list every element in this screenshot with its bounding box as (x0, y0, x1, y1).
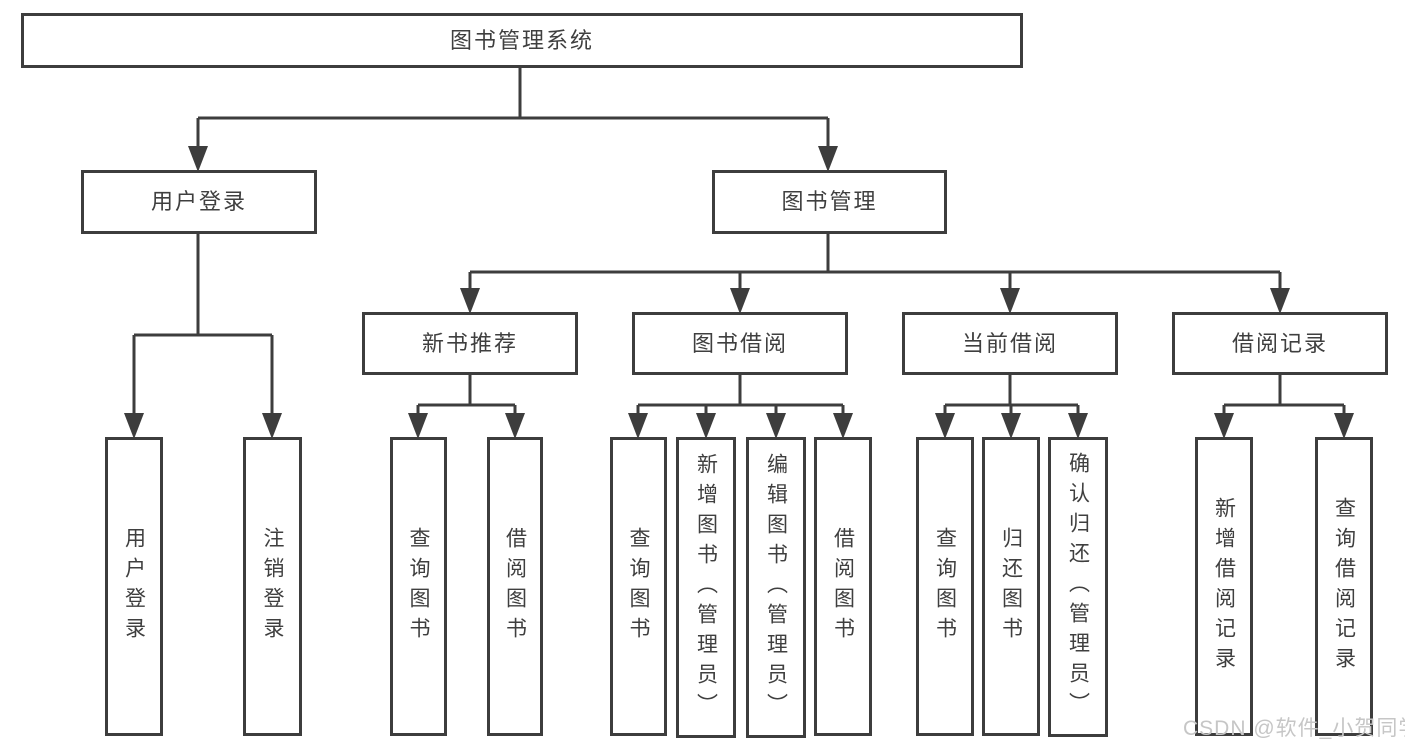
leaf-return-book: 归还图书 (982, 437, 1040, 736)
watermark: CSDN @软件_小贺同学 (1183, 717, 1405, 740)
node-label: 当前借阅 (961, 330, 1058, 356)
node-label: 查询图书 (933, 526, 957, 647)
leaf-add-book-admin: 新增图书（管理员） (676, 437, 736, 738)
leaf-user-login: 用户登录 (105, 437, 163, 736)
node-label: 注销登录 (261, 526, 284, 647)
node-label: 图书管理 (781, 189, 878, 214)
node-book-management: 图书管理 (712, 170, 947, 234)
node-label: 图书借阅 (691, 330, 788, 356)
node-label: 借阅图书 (503, 526, 527, 647)
leaf-borrow-books-borrowing: 借阅图书 (814, 437, 872, 736)
node-user-login: 用户登录 (81, 170, 317, 234)
node-new-book-recommendation: 新书推荐 (362, 312, 578, 375)
leaf-confirm-return-admin: 确认归还（管理员） (1048, 437, 1108, 737)
arrowheads (124, 146, 1354, 439)
node-label: 新书推荐 (421, 330, 518, 356)
leaf-query-borrow-record: 查询借阅记录 (1315, 437, 1373, 736)
leaf-edit-book-admin: 编辑图书（管理员） (746, 437, 806, 738)
node-label: 借阅图书 (831, 526, 855, 647)
node-label: 新增图书（管理员） (694, 452, 718, 723)
leaf-query-books-current: 查询图书 (916, 437, 974, 736)
node-borrowing-records: 借阅记录 (1172, 312, 1388, 375)
node-label: 用户登录 (122, 526, 146, 647)
node-label: 查询图书 (407, 526, 430, 647)
node-label: 借阅记录 (1231, 330, 1328, 356)
leaf-query-books-borrowing: 查询图书 (610, 437, 667, 736)
node-label: 编辑图书（管理员） (764, 452, 788, 723)
leaf-borrow-books-recommend: 借阅图书 (487, 437, 543, 736)
node-book-borrowing: 图书借阅 (632, 312, 848, 375)
node-label: 归还图书 (999, 526, 1023, 647)
node-label: 图书管理系统 (449, 27, 594, 53)
node-label: 用户登录 (150, 189, 247, 214)
node-label: 查询借阅记录 (1332, 496, 1356, 677)
leaf-add-borrow-record: 新增借阅记录 (1195, 437, 1253, 736)
leaf-query-books-recommend: 查询图书 (390, 437, 447, 736)
leaf-logout: 注销登录 (243, 437, 302, 736)
node-library-management-system: 图书管理系统 (21, 13, 1023, 68)
node-label: 查询图书 (627, 526, 650, 647)
node-current-borrowing: 当前借阅 (902, 312, 1118, 375)
node-label: 确认归还（管理员） (1066, 452, 1090, 722)
node-label: 新增借阅记录 (1212, 496, 1236, 677)
